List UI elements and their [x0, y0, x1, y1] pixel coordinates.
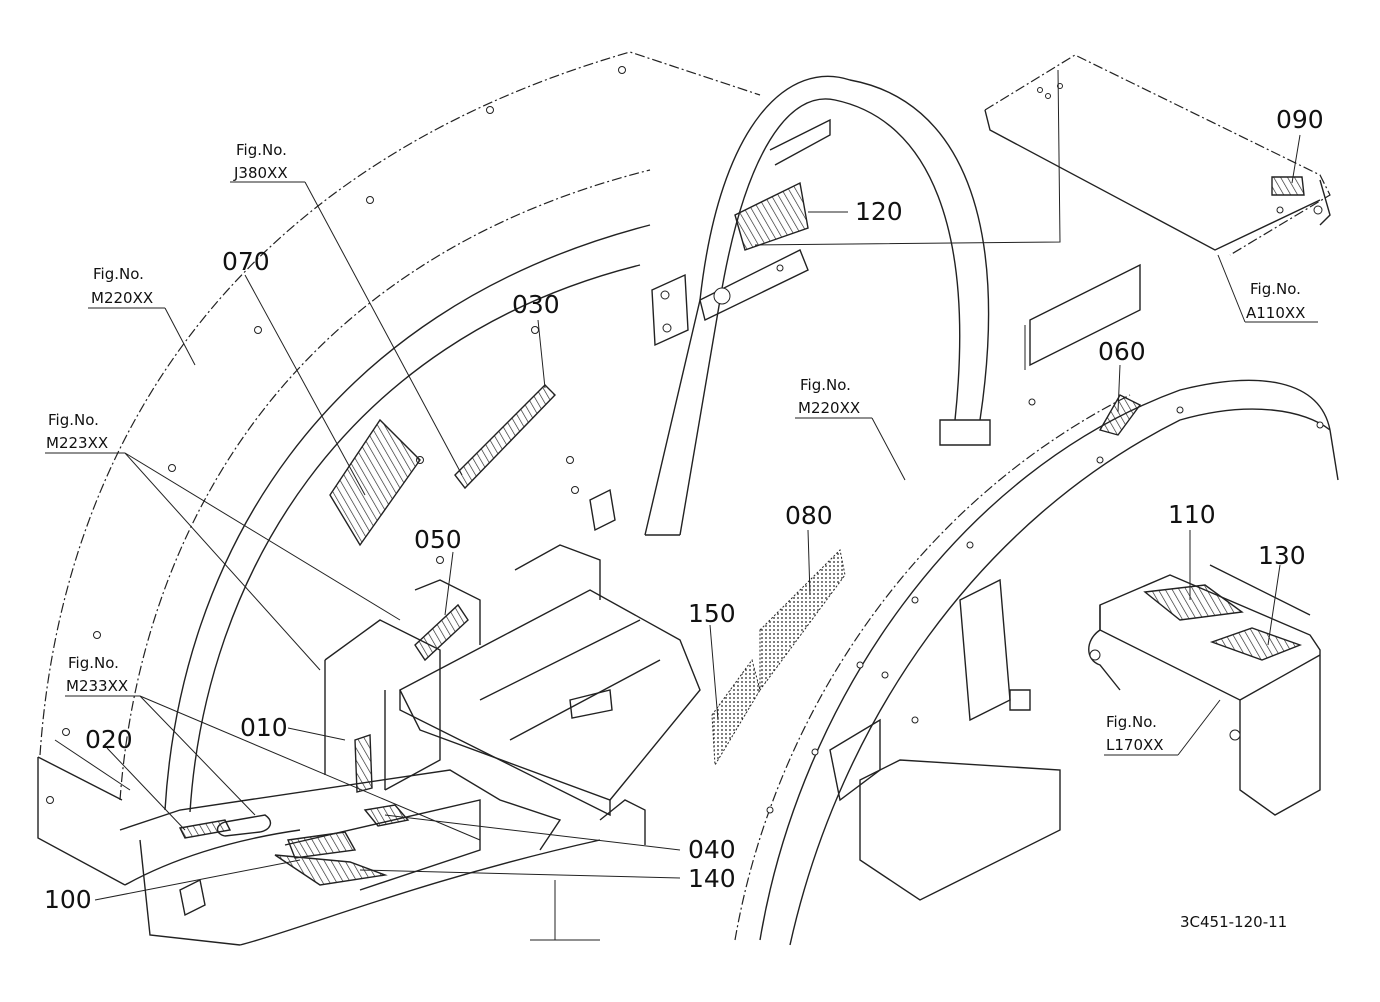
- part-label-140: 140: [688, 864, 736, 893]
- part-label-080: 080: [785, 501, 833, 530]
- part-label-110: 110: [1168, 500, 1216, 529]
- right-bracket: [1088, 564, 1321, 816]
- part-label-150: 150: [688, 599, 736, 628]
- decal-030: [454, 384, 556, 490]
- part-label-070: 070: [222, 247, 270, 276]
- part-label-040: 040: [688, 835, 736, 864]
- part-label-060: 060: [1098, 337, 1146, 366]
- fig-ref-m223-code: M223XX: [46, 434, 108, 452]
- fig-ref-a110-label: Fig.No.: [1250, 280, 1301, 298]
- decal-080: [759, 548, 846, 692]
- decal-010: [354, 734, 373, 793]
- fig-ref-j380-code: J380XX: [233, 164, 288, 182]
- part-label-050: 050: [414, 525, 462, 554]
- part-label-020: 020: [85, 725, 133, 754]
- decals: [178, 176, 1305, 886]
- fig-ref-m220-right-label: Fig.No.: [800, 376, 851, 394]
- decal-020: [178, 819, 232, 839]
- decal-090: [1271, 176, 1305, 196]
- fig-ref-l170-label: Fig.No.: [1106, 713, 1157, 731]
- fig-ref-m220-left-label: Fig.No.: [93, 265, 144, 283]
- part-label-130: 130: [1258, 541, 1306, 570]
- decal-130: [1209, 627, 1302, 661]
- part-label-010: 010: [240, 713, 288, 742]
- part-label-090: 090: [1276, 105, 1324, 134]
- drawing-code: 3C451-120-11: [1180, 913, 1287, 931]
- fig-ref-m233-code: M233XX: [66, 677, 128, 695]
- decal-150: [711, 658, 761, 767]
- fig-ref-m220-right-code: M220XX: [798, 399, 860, 417]
- part-label-120: 120: [855, 197, 903, 226]
- decal-140: [287, 831, 357, 859]
- fig-ref-m220-left-code: M220XX: [91, 289, 153, 307]
- fig-ref-m233-label: Fig.No.: [68, 654, 119, 672]
- decal-050: [414, 603, 469, 662]
- decal-120: [734, 181, 809, 251]
- right-fender: [734, 379, 1339, 946]
- seat-platform: [119, 488, 881, 946]
- rops-frame: [644, 75, 1141, 536]
- left-fender: [37, 51, 761, 886]
- part-label-100: 100: [44, 885, 92, 914]
- part-label-030: 030: [512, 290, 560, 319]
- top-panel: [984, 54, 1331, 256]
- fig-ref-l170-code: L170XX: [1106, 736, 1164, 754]
- leader-lines: [45, 69, 1318, 901]
- decal-070: [329, 418, 421, 547]
- decal-060: [1098, 394, 1142, 436]
- fig-ref-m223-label: Fig.No.: [48, 411, 99, 429]
- part-labels: 070 030 120 090 060 050 080 150 110 130 …: [44, 105, 1324, 914]
- fig-ref-j380-label: Fig.No.: [236, 141, 287, 159]
- decal-100: [274, 854, 388, 886]
- figure-references: Fig.No. J380XX Fig.No. M220XX Fig.No. M2…: [46, 141, 1305, 754]
- decal-110: [1143, 584, 1244, 621]
- fig-ref-a110-code: A110XX: [1246, 304, 1305, 322]
